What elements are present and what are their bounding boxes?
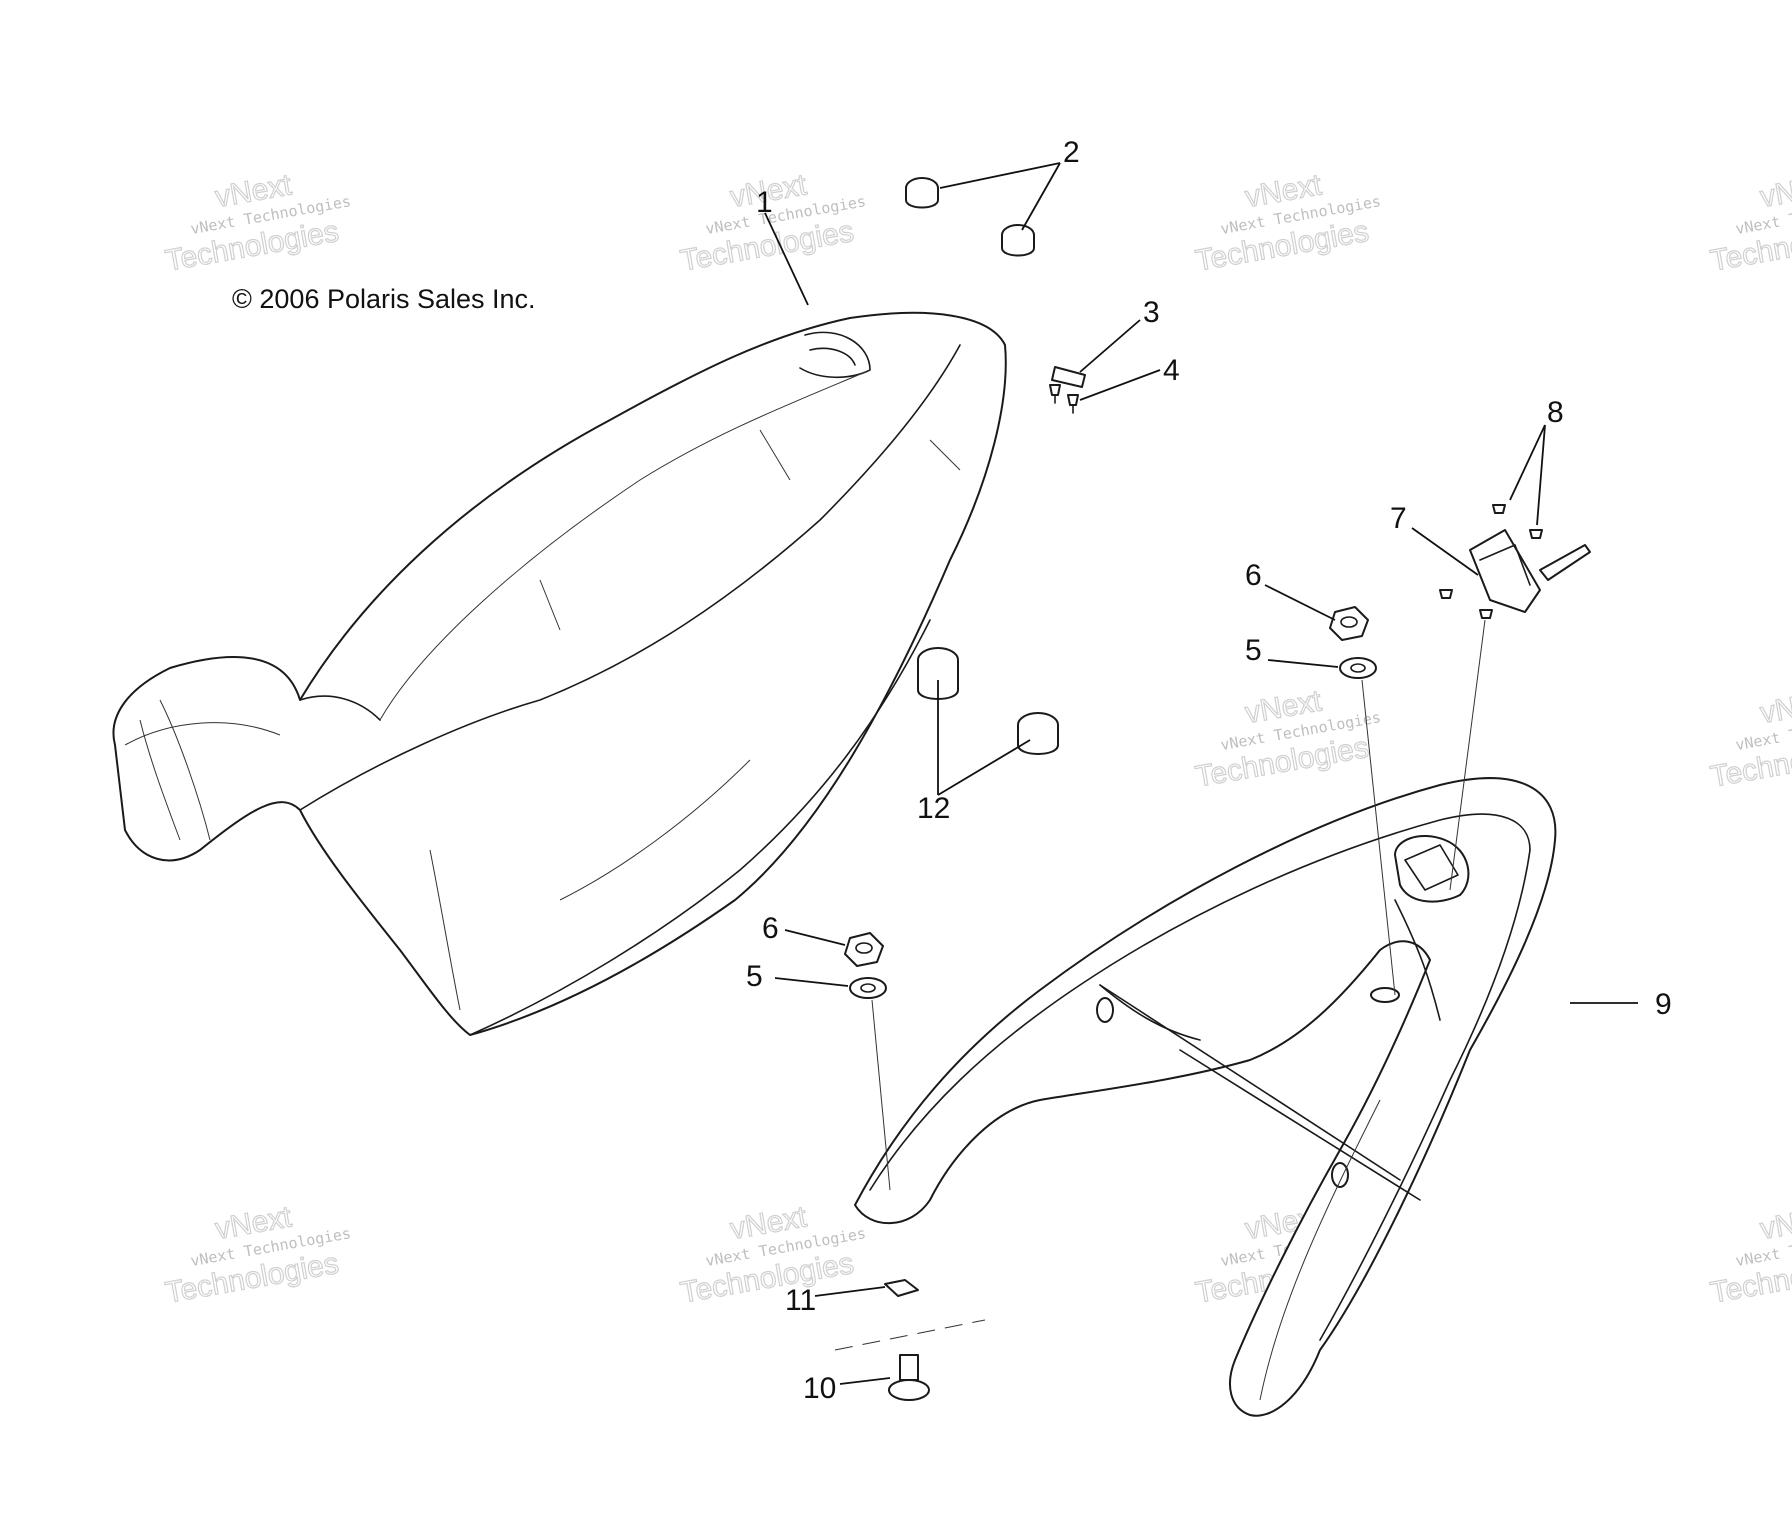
bolt [888, 1354, 930, 1401]
clip-nut [884, 1279, 919, 1297]
watermark-line1: vNext [1758, 1200, 1792, 1246]
callout-10: 10 [803, 1372, 836, 1405]
copyright-text: © 2006 Polaris Sales Inc. [232, 284, 536, 314]
clip [1051, 366, 1086, 388]
callout-7: 7 [1390, 502, 1407, 535]
watermark-line1: vNext [1758, 168, 1792, 214]
callout-4: 4 [1163, 354, 1180, 387]
callout-2: 2 [1063, 136, 1080, 169]
callout-11: 11 [785, 1284, 816, 1317]
callout-1: 1 [756, 186, 773, 219]
nut-right [1329, 606, 1369, 641]
latch-screws [1439, 504, 1543, 619]
washer-left [849, 977, 887, 999]
nut-left [844, 932, 884, 967]
screw-pair [1049, 384, 1079, 414]
callout-labels: 1 2 3 4 8 7 6 5 9 6 5 12 11 10 [746, 136, 1672, 1405]
callout-5-left: 5 [746, 960, 763, 993]
seat-cushion [112, 311, 1007, 1036]
leader-lines [764, 162, 1638, 1385]
callout-6-right: 6 [1245, 559, 1262, 592]
callout-3: 3 [1143, 296, 1160, 329]
grommet-upper [905, 177, 1035, 257]
callout-9: 9 [1655, 988, 1672, 1021]
watermark-line1: vNext [1758, 684, 1792, 730]
latch [1469, 529, 1591, 613]
callout-6-left: 6 [762, 912, 779, 945]
grommet-lower [917, 647, 1059, 755]
callout-12: 12 [917, 792, 950, 825]
washer-right [1339, 657, 1377, 679]
callout-5-right: 5 [1245, 634, 1262, 667]
callout-8: 8 [1547, 396, 1564, 429]
seat-base [854, 777, 1557, 1417]
